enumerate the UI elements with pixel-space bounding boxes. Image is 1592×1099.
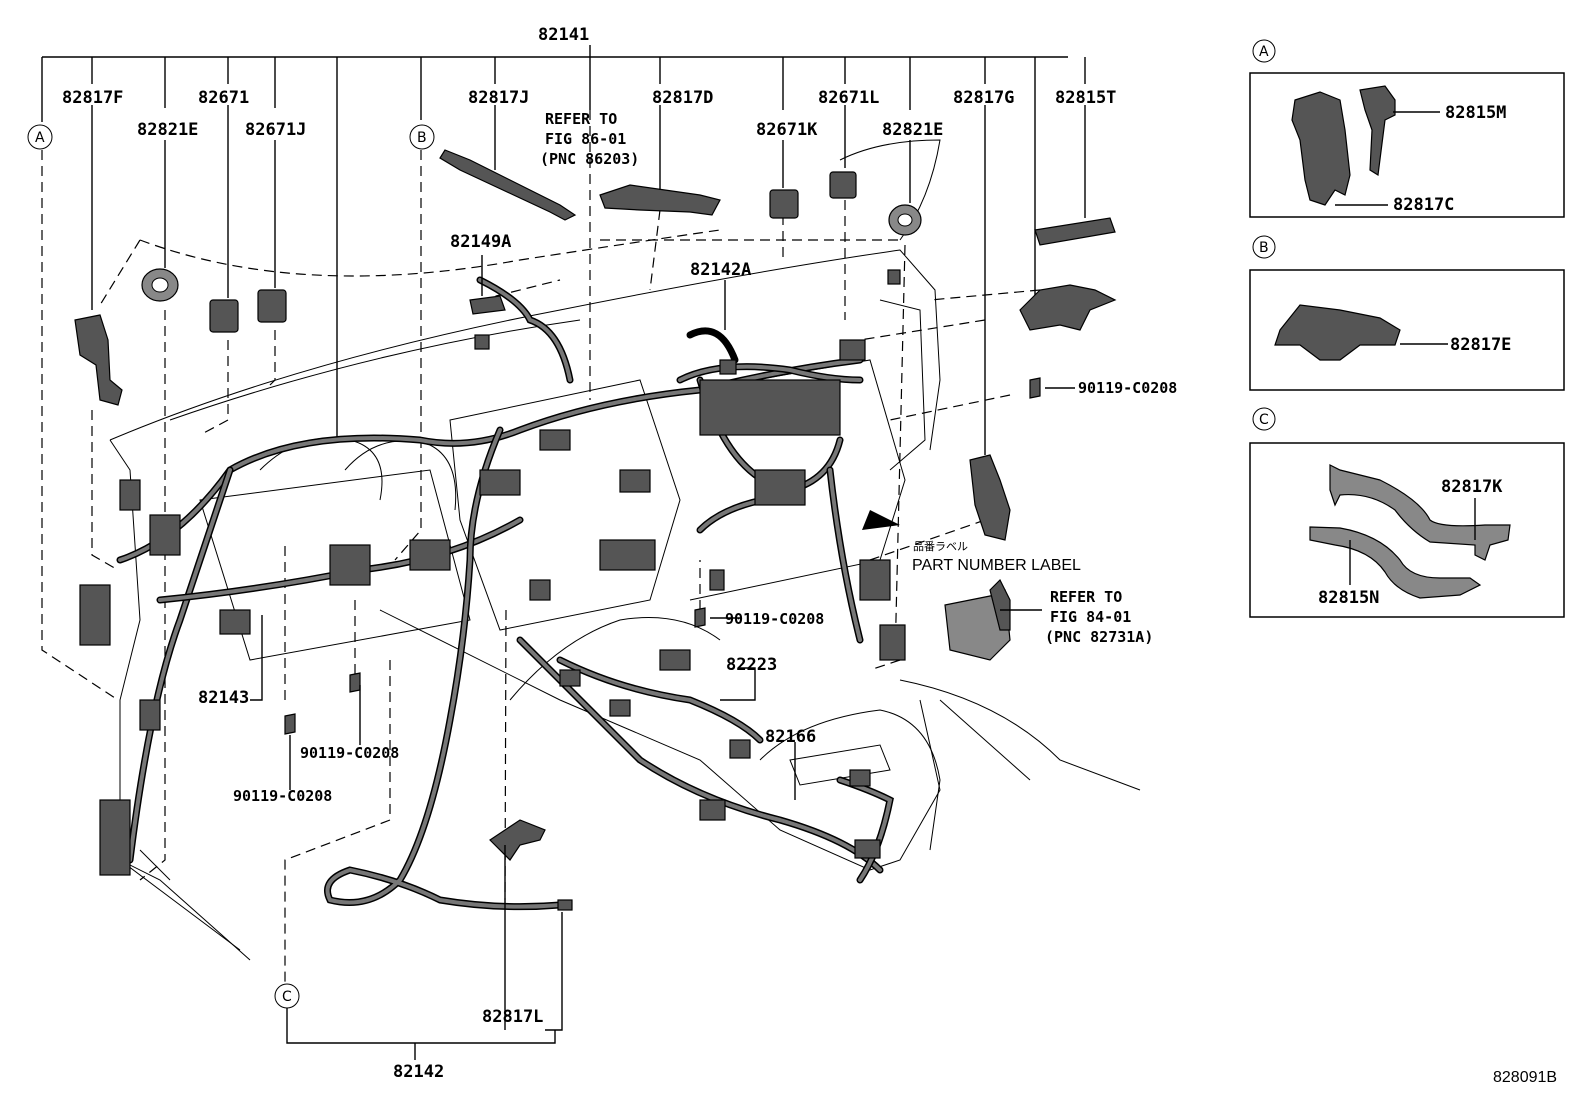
inset-c: C 82817K 82815N: [1249, 407, 1565, 618]
svg-text:A: A: [35, 130, 45, 146]
label-82817G: 82817G: [953, 88, 1014, 108]
label-82815M: 82815M: [1445, 103, 1506, 123]
inset-a-tag: [1252, 39, 1276, 63]
label-82671L: 82671L: [818, 88, 879, 108]
label-82143: 82143: [198, 688, 249, 708]
bracket-82141: [41, 45, 1086, 440]
label-82166: 82166: [765, 727, 816, 747]
label-82817L: 82817L: [482, 1007, 543, 1027]
label-82815T: 82815T: [1055, 88, 1116, 108]
label-82141: 82141: [538, 25, 589, 45]
label-bolt-3: 90119-C0208: [300, 744, 399, 762]
label-82671K: 82671K: [756, 120, 818, 140]
label-82223: 82223: [726, 655, 777, 675]
leader-lines: [91, 105, 1086, 1060]
part-label-arrow-icon: [862, 510, 900, 530]
label-82671: 82671: [198, 88, 249, 108]
label-82142A: 82142A: [690, 260, 751, 280]
label-82821E-left: 82821E: [137, 120, 198, 140]
refer-top-line2: FIG 86-01: [545, 130, 626, 148]
inset-c-tag-text: C: [1259, 412, 1269, 428]
refer-right-line2: FIG 84-01: [1050, 608, 1131, 626]
callout-c-main: C: [274, 983, 300, 1009]
label-82821E-right: 82821E: [882, 120, 943, 140]
label-82817C: 82817C: [1393, 195, 1454, 215]
inset-c-tag: [1252, 407, 1276, 431]
label-82142: 82142: [393, 1062, 444, 1082]
inset-a: A 82815M 82817C: [1249, 39, 1565, 218]
callout-b-main: B: [409, 124, 435, 150]
label-82815N: 82815N: [1318, 588, 1379, 608]
dashed-leaders: [41, 110, 1041, 985]
dashboard-outline: [109, 139, 1141, 961]
svg-text:B: B: [417, 130, 427, 146]
inset-a-tag-text: A: [1259, 44, 1269, 60]
label-82817K: 82817K: [1441, 477, 1503, 497]
label-bolt-4: 90119-C0208: [233, 787, 332, 805]
label-bolt-2: 90119-C0208: [725, 610, 824, 628]
refer-right-line3: (PNC 82731A): [1045, 628, 1153, 646]
label-bolt-1: 90119-C0208: [1078, 379, 1177, 397]
refer-right-line1: REFER TO: [1050, 588, 1122, 606]
label-82671J: 82671J: [245, 120, 306, 140]
svg-text:C: C: [282, 989, 292, 1005]
label-82817F: 82817F: [62, 88, 123, 108]
figure-code: 828091B: [1493, 1069, 1557, 1086]
label-82817E: 82817E: [1450, 335, 1511, 355]
part-number-label-jp: 品番ラベル: [913, 540, 968, 553]
label-82149A: 82149A: [450, 232, 511, 252]
parts-main: [74, 149, 1117, 911]
inset-b-tag: [1252, 235, 1276, 259]
label-82817J: 82817J: [468, 88, 529, 108]
wire-harness: [116, 276, 894, 911]
inset-b-tag-text: B: [1259, 240, 1269, 256]
inset-b: B 82817E: [1249, 235, 1565, 391]
callout-a-main: A: [27, 124, 53, 150]
part-number-label: PART NUMBER LABEL: [912, 557, 1081, 574]
refer-top-line1: REFER TO: [545, 110, 617, 128]
label-82817D: 82817D: [652, 88, 713, 108]
